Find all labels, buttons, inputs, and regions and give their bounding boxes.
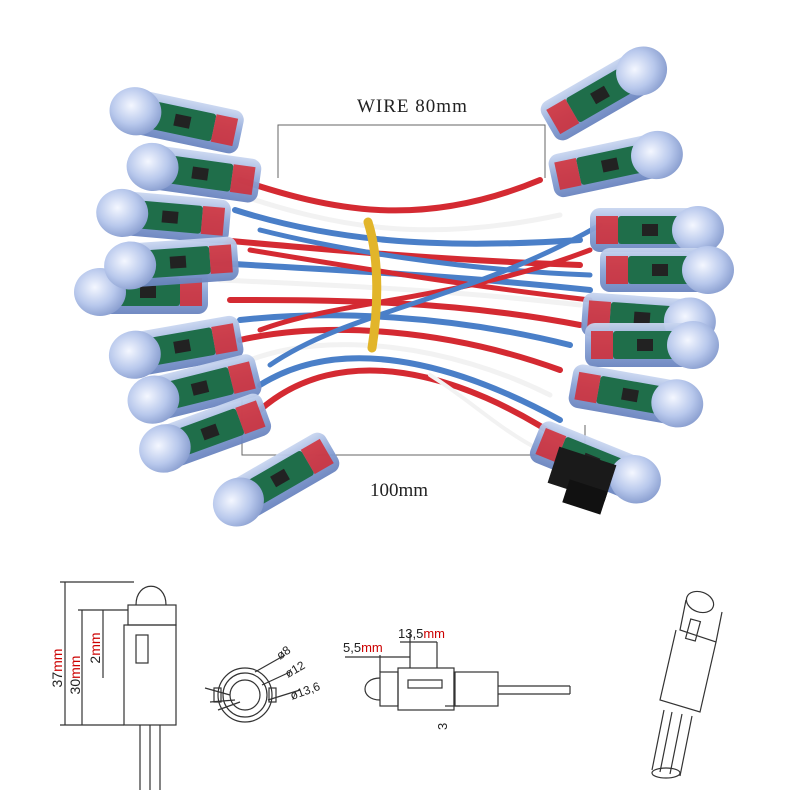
dim-5-5-unit: mm (361, 640, 383, 655)
body-height-value: 30 (67, 679, 83, 695)
total-height-unit: mm (49, 649, 65, 672)
jst-connector (547, 446, 617, 515)
top-view-drawing (204, 654, 301, 723)
dim-5-5-value: 5,5 (343, 640, 361, 655)
pixel-spacing-label: 100mm (370, 480, 428, 501)
wire-bundle (197, 177, 603, 452)
led-string-photo: WIRE 80mm 100mm (74, 37, 734, 536)
front-view-labels: 5,5mm 13,5mm 3 (343, 626, 450, 730)
dim-3-label: 3 (435, 723, 450, 730)
diameter-13-6-label: ø13,6 (288, 679, 322, 703)
svg-text:5,5mm: 5,5mm (343, 640, 383, 655)
rubber-band (363, 217, 382, 353)
body-height-unit: mm (67, 656, 83, 679)
svg-text:13,5mm: 13,5mm (398, 626, 445, 641)
front-view-drawing (345, 632, 571, 711)
dim-13-5-unit: mm (423, 626, 445, 641)
side-view-labels: 37mm 30mm 2mm (49, 632, 103, 694)
isometric-view-drawing (651, 590, 723, 779)
total-height-value: 37 (49, 672, 65, 688)
left-pixel-nodes (74, 82, 344, 536)
top-view-labels: ø8 ø12 ø13,6 (274, 643, 322, 703)
tab-height-value: 2 (87, 656, 103, 664)
svg-text:37mm: 37mm (49, 649, 65, 688)
tab-height-unit: mm (87, 632, 103, 655)
dim-13-5-value: 13,5 (398, 626, 423, 641)
side-view-drawing (60, 581, 177, 790)
diameter-12-label: ø12 (283, 658, 308, 681)
svg-text:2mm: 2mm (87, 632, 103, 663)
svg-text:30mm: 30mm (67, 656, 83, 695)
technical-drawings: 37mm 30mm 2mm ø8 ø12 ø13,6 5,5mm 13,5mm … (49, 581, 723, 790)
wire-length-label: WIRE 80mm (357, 96, 468, 117)
